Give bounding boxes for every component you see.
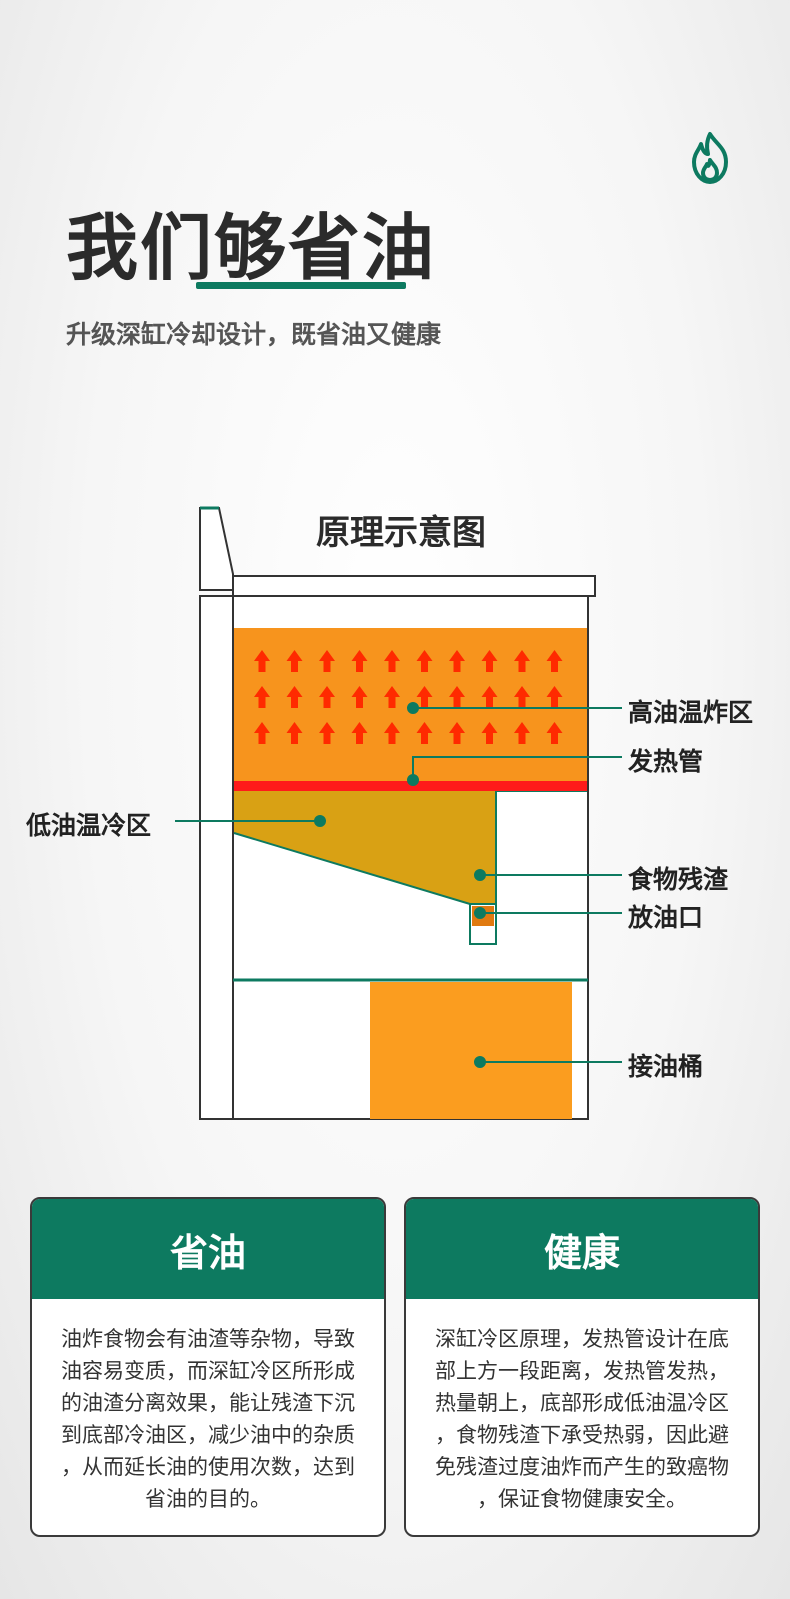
heat-arrow-icon xyxy=(449,686,465,708)
heat-arrow-icon xyxy=(384,650,400,672)
cool-oil-zone xyxy=(234,791,496,922)
card-healthy: 健康 深缸冷区原理，发热管设计在底 部上方一段距离，发热管发热， 热量朝上，底部… xyxy=(404,1197,760,1537)
heat-arrow-icon xyxy=(384,686,400,708)
fryer-diagram xyxy=(175,506,622,1120)
heat-arrow-icon xyxy=(286,650,303,672)
card-line: ，保证食物健康安全。 xyxy=(477,1487,687,1511)
card-line: 部上方一段距离，发热管发热， xyxy=(435,1359,729,1383)
label-oil-bucket: 接油桶 xyxy=(628,1052,704,1081)
flame-icon xyxy=(692,132,728,184)
title-underline xyxy=(196,282,406,289)
card-title: 健康 xyxy=(406,1199,758,1299)
card-line: 省油的目的。 xyxy=(145,1487,271,1511)
heating-tube xyxy=(234,781,587,791)
card-line: ，食物残渣下承受热弱，因此避 xyxy=(435,1423,729,1447)
heat-arrow-icon xyxy=(514,722,530,744)
card-save-oil: 省油 油炸食物会有油渣等杂物，导致 油容易变质，而深缸冷区所形成 的油渣分离效果… xyxy=(30,1197,386,1537)
label-oil-outlet: 放油口 xyxy=(628,903,704,932)
oil-bucket xyxy=(370,982,572,1119)
card-line: 油炸食物会有油渣等杂物，导致 xyxy=(61,1327,355,1351)
card-line: 热量朝上，底部形成低油温冷区 xyxy=(435,1391,729,1415)
heat-arrow-icon xyxy=(254,650,270,672)
heat-arrow-icon xyxy=(319,686,335,708)
heat-arrow-icon xyxy=(416,722,433,744)
heat-arrow-icon xyxy=(384,722,400,744)
label-high-temp-zone: 高油温炸区 xyxy=(628,698,754,727)
page-title: 我们够省油 xyxy=(66,206,437,290)
card-line: ，从而延长油的使用次数，达到 xyxy=(61,1455,355,1479)
heat-arrow-icon xyxy=(449,722,465,744)
card-title: 省油 xyxy=(32,1199,384,1299)
card-body: 深缸冷区原理，发热管设计在底 部上方一段距离，发热管发热， 热量朝上，底部形成低… xyxy=(406,1299,758,1515)
heat-arrow-icon xyxy=(351,722,368,744)
label-food-residue: 食物残渣 xyxy=(628,865,729,894)
card-line: 的油渣分离效果，能让残渣下沉 xyxy=(61,1391,355,1415)
label-heating-tube: 发热管 xyxy=(628,747,704,776)
heat-arrow-icon xyxy=(286,722,303,744)
card-line: 深缸冷区原理，发热管设计在底 xyxy=(435,1327,729,1351)
heat-arrow-icon xyxy=(546,650,563,672)
heat-arrow-icon xyxy=(319,722,335,744)
heat-arrow-icon xyxy=(481,722,498,744)
heat-arrow-icon xyxy=(416,686,433,708)
heat-arrow-icon xyxy=(514,650,530,672)
heat-arrow-icon xyxy=(319,650,335,672)
card-line: 油容易变质，而深缸冷区所形成 xyxy=(61,1359,355,1383)
heat-arrow-icon xyxy=(254,722,270,744)
card-line: 免残渣过度油炸而产生的致癌物 xyxy=(435,1455,729,1479)
heat-arrow-icon xyxy=(546,686,563,708)
heat-arrow-icon xyxy=(286,686,303,708)
heat-arrows xyxy=(254,650,563,744)
heat-arrow-icon xyxy=(416,650,433,672)
heat-arrow-icon xyxy=(546,722,563,744)
card-body: 油炸食物会有油渣等杂物，导致 油容易变质，而深缸冷区所形成 的油渣分离效果，能让… xyxy=(32,1299,384,1515)
diagram-title: 原理示意图 xyxy=(316,513,486,553)
heat-arrow-icon xyxy=(481,686,498,708)
card-line: 到底部冷油区，减少油中的杂质 xyxy=(61,1423,355,1447)
heat-arrow-icon xyxy=(514,686,530,708)
page-subtitle: 升级深缸冷却设计，既省油又健康 xyxy=(66,320,442,349)
heat-arrow-icon xyxy=(481,650,498,672)
label-low-temp-zone: 低油温冷区 xyxy=(26,811,152,840)
heat-arrow-icon xyxy=(449,650,465,672)
heat-arrow-icon xyxy=(351,686,368,708)
heat-arrow-icon xyxy=(351,650,368,672)
heat-arrow-icon xyxy=(254,686,270,708)
